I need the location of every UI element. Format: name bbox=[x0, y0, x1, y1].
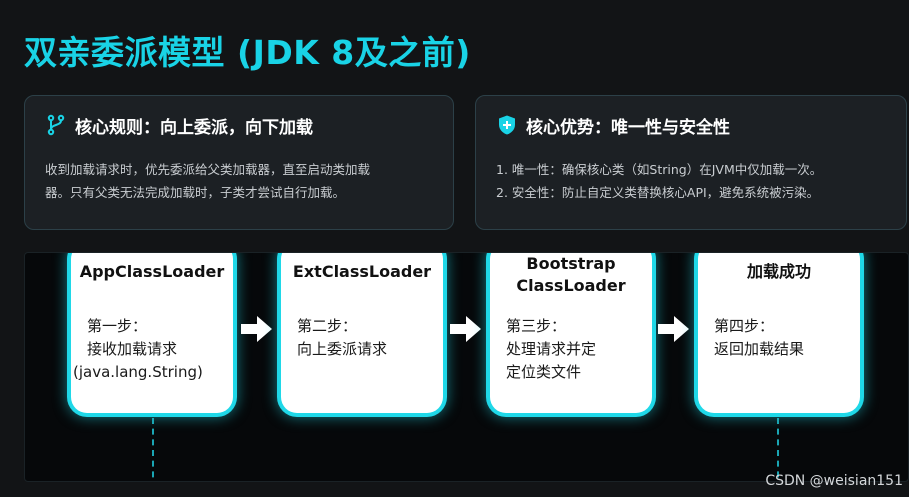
step-desc-line: 第四步： bbox=[714, 317, 775, 335]
core-rule-text: 收到加载请求时，优先委派给父类加载器，直至启动类加载 器。只有父类无法完成加载时… bbox=[45, 158, 433, 204]
core-advantage-card: 核心优势：唯一性与安全性 1. 唯一性：确保核心类（如String）在JVM中仅… bbox=[475, 95, 907, 230]
step-name: 加载成功 bbox=[698, 261, 860, 283]
step-desc: 第二步： 向上委派请求 bbox=[297, 315, 435, 361]
core-rule-line: 收到加载请求时，优先委派给父类加载器，直至启动类加载 bbox=[45, 162, 371, 177]
core-advantage-title: 核心优势：唯一性与安全性 bbox=[526, 117, 730, 138]
step-desc-line: 接收加载请求 bbox=[87, 340, 178, 358]
shield-plus-icon bbox=[496, 114, 518, 136]
core-rule-card: 核心规则：向上委派，向下加载 收到加载请求时，优先委派给父类加载器，直至启动类加… bbox=[24, 95, 454, 230]
step-name: ExtClassLoader bbox=[281, 261, 443, 283]
step-desc: 第一步： 接收加载请求 (java.lang.String) bbox=[73, 315, 225, 384]
watermark: CSDN @weisian151 bbox=[765, 473, 903, 489]
step-desc-line: 第三步： bbox=[506, 317, 567, 335]
dashed-connector bbox=[777, 418, 779, 481]
step-name-line: ExtClassLoader bbox=[292, 262, 432, 281]
core-rule-title: 核心规则：向上委派，向下加载 bbox=[75, 117, 313, 138]
delegation-flow-diagram: AppClassLoader 第一步： 接收加载请求 (java.lang.St… bbox=[24, 252, 909, 482]
step-ext-classloader: ExtClassLoader 第二步： 向上委派请求 bbox=[281, 253, 443, 413]
step-desc-line: 处理请求并定 bbox=[506, 340, 597, 358]
core-advantage-line: 2. 安全性：防止自定义类替换核心API，避免系统被污染。 bbox=[496, 185, 820, 200]
step-name-line: ClassLoader bbox=[516, 276, 626, 295]
step-name-line: 加载成功 bbox=[746, 262, 811, 281]
step-desc-line: 返回加载结果 bbox=[714, 340, 805, 358]
step-desc: 第三步： 处理请求并定 定位类文件 bbox=[506, 315, 644, 384]
step-name-line: Bootstrap bbox=[526, 254, 616, 273]
arrow-right-icon bbox=[658, 316, 689, 342]
step-desc-line: 第二步： bbox=[297, 317, 358, 335]
page-title: 双亲委派模型 (JDK 8及之前) bbox=[24, 33, 471, 72]
arrow-right-icon bbox=[450, 316, 481, 342]
dashed-connector bbox=[152, 418, 154, 481]
core-rule-line: 器。只有父类无法完成加载时，子类才尝试自行加载。 bbox=[45, 185, 346, 200]
core-advantage-line: 1. 唯一性：确保核心类（如String）在JVM中仅加载一次。 bbox=[496, 162, 823, 177]
step-load-success: 加载成功 第四步： 返回加载结果 bbox=[698, 253, 860, 413]
step-desc: 第四步： 返回加载结果 bbox=[714, 315, 852, 361]
step-desc-line: (java.lang.String) bbox=[73, 363, 203, 381]
core-advantage-text: 1. 唯一性：确保核心类（如String）在JVM中仅加载一次。 2. 安全性：… bbox=[496, 158, 886, 204]
step-desc-line: 第一步： bbox=[87, 317, 148, 335]
step-desc-line: 定位类文件 bbox=[506, 363, 582, 381]
step-app-classloader: AppClassLoader 第一步： 接收加载请求 (java.lang.St… bbox=[71, 253, 233, 413]
git-branch-icon bbox=[45, 114, 67, 136]
step-name: Bootstrap ClassLoader bbox=[490, 253, 652, 297]
step-name-line: AppClassLoader bbox=[79, 262, 225, 281]
step-bootstrap-classloader: Bootstrap ClassLoader 第三步： 处理请求并定 定位类文件 bbox=[490, 253, 652, 413]
step-name: AppClassLoader bbox=[71, 261, 233, 283]
arrow-right-icon bbox=[241, 316, 272, 342]
step-desc-line: 向上委派请求 bbox=[297, 340, 388, 358]
